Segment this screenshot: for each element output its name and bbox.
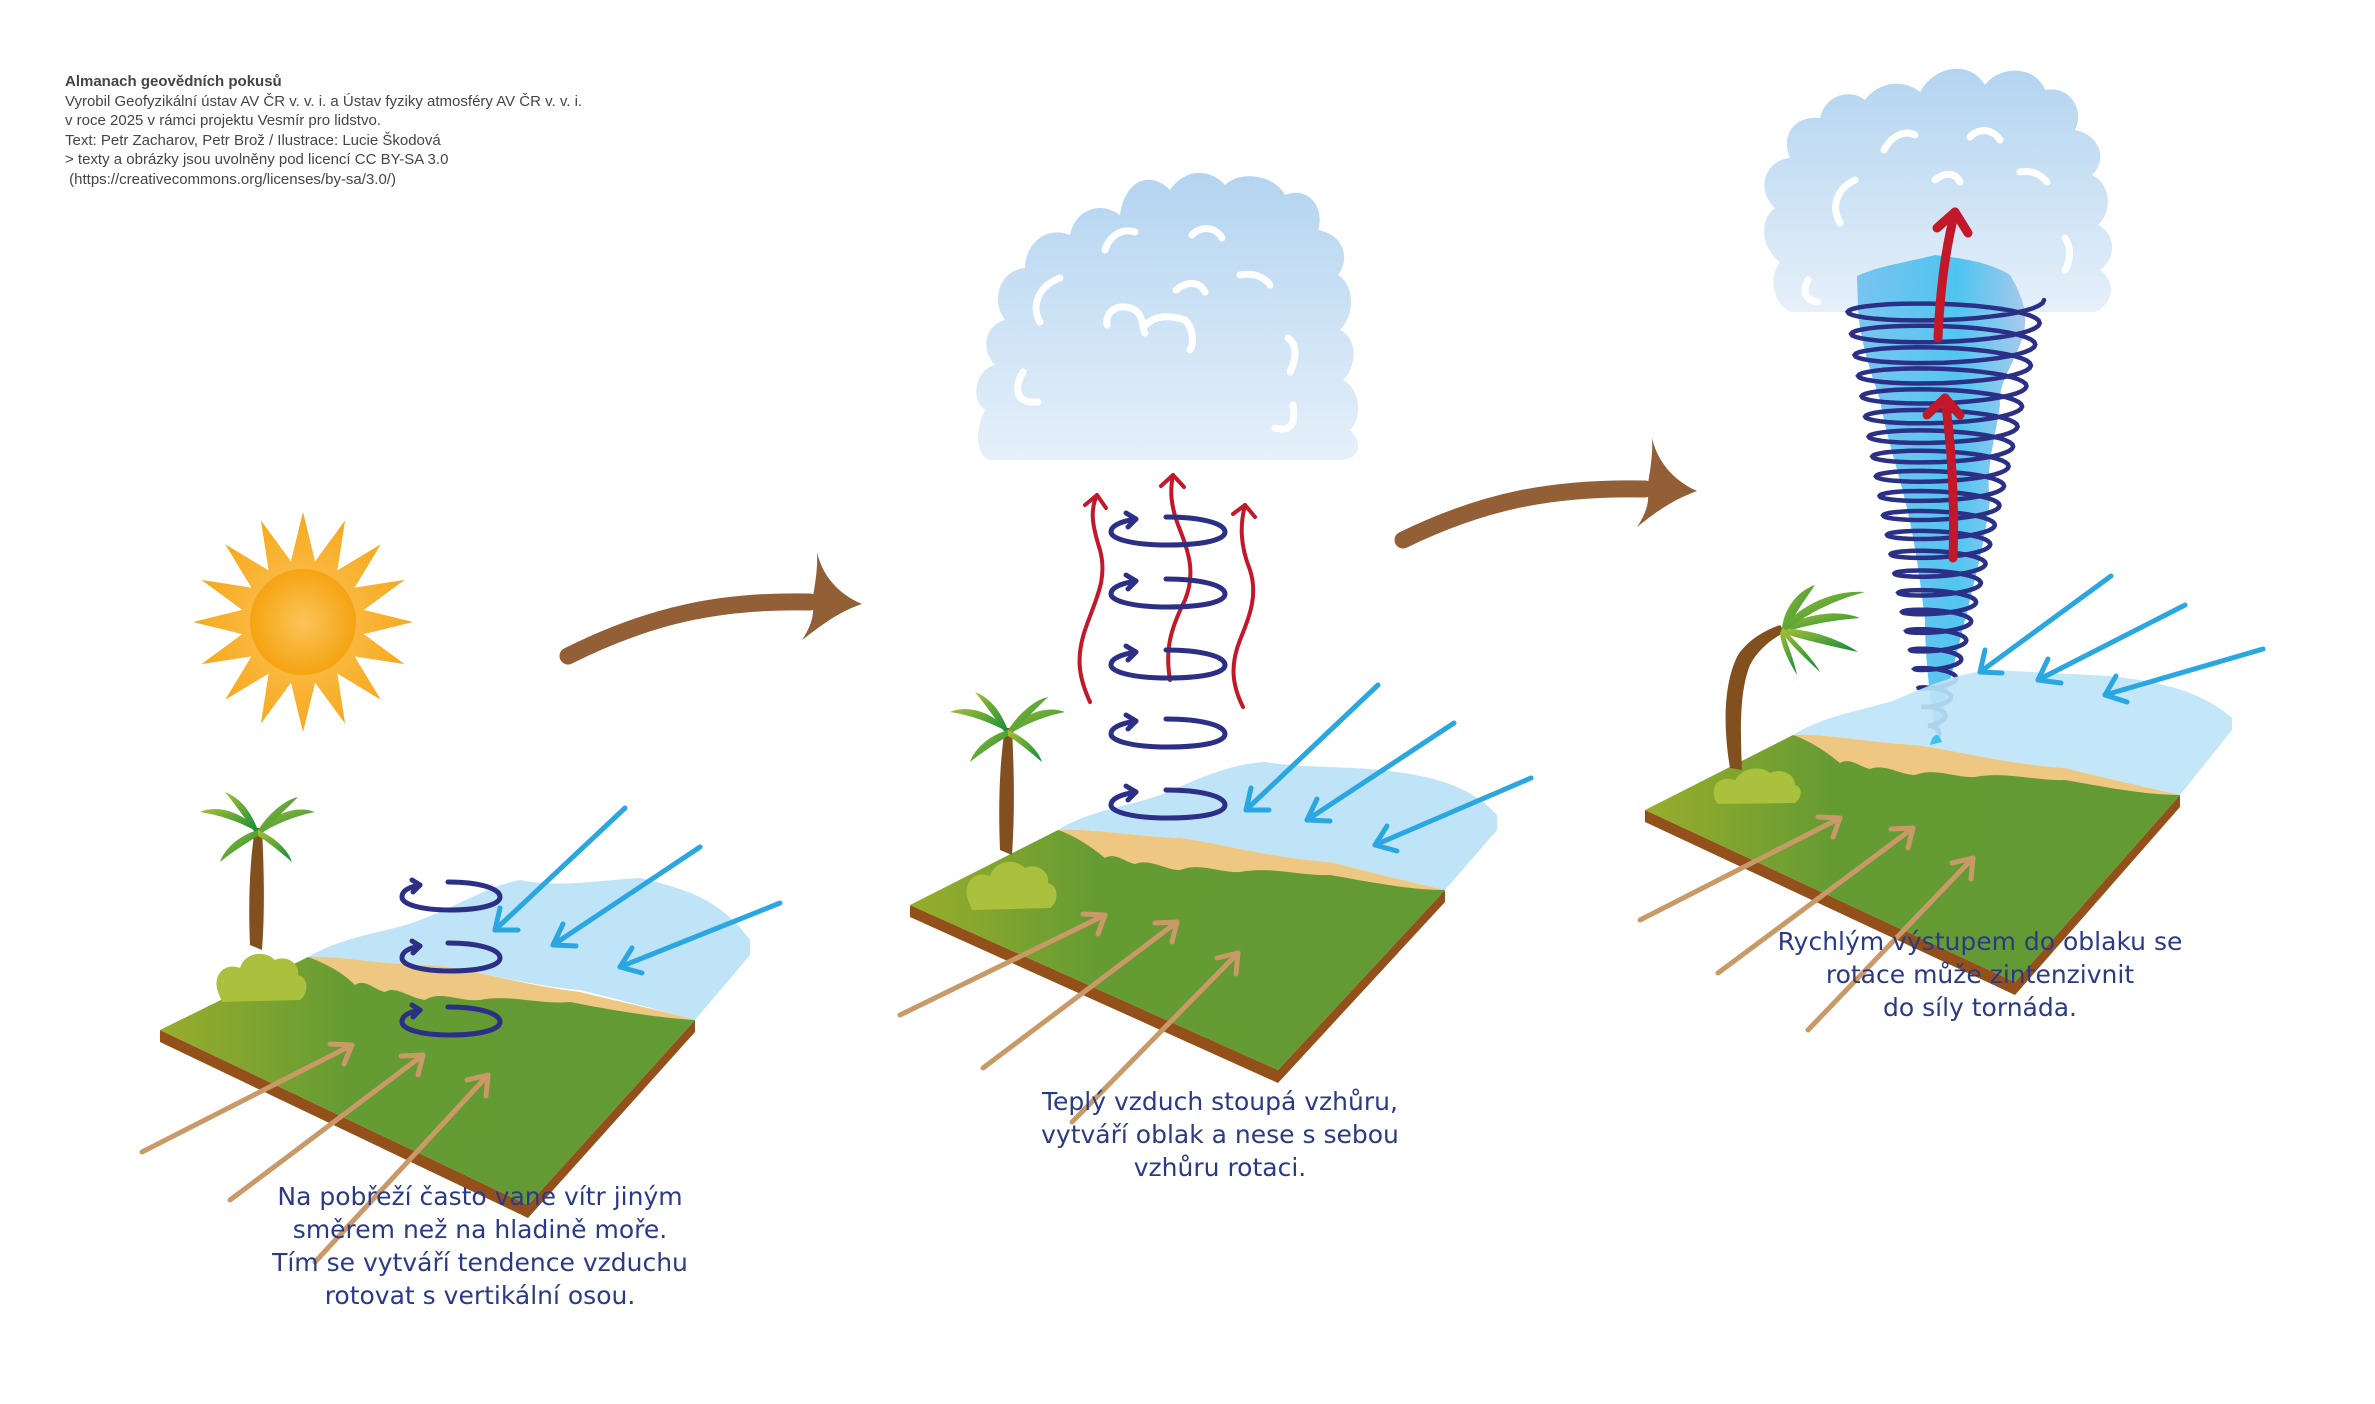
cloud-icon (1764, 68, 2113, 312)
panel-tornado-formation (1637, 68, 2266, 1033)
cloud-highlights (1014, 225, 1299, 433)
tornado-coil (1844, 297, 2047, 738)
caption-line: rotace může zintenzivnit (1825, 960, 2135, 989)
arrow-icon (550, 844, 703, 949)
credits-line: Vyrobil Geofyzikální ústav AV ČR v. v. i… (65, 92, 583, 110)
rotation-ring-icon (1108, 510, 1228, 548)
island-soil (160, 1020, 695, 1218)
updraft-arrow-icon (1922, 393, 1965, 563)
caption-line: Teplý vzduch stoupá vzhůru, (1042, 1087, 1398, 1116)
palm-tree-icon (950, 692, 1065, 855)
caption-line: Tím se vytváří tendence vzduchu (272, 1248, 688, 1277)
sun-icon (193, 512, 413, 732)
panel-coastal-wind-shear (139, 512, 783, 1265)
rotation-rings (1108, 510, 1228, 821)
caption-line: vzhůru rotaci. (1133, 1153, 1307, 1182)
caption-line: vytváří oblak a nese s sebou (1041, 1120, 1399, 1149)
tornado-funnel (1857, 255, 2026, 740)
arrow-icon (1977, 573, 2114, 676)
rotation-rings (399, 877, 503, 1038)
credits-line: v roce 2025 v rámci projektu Vesmír pro … (65, 112, 381, 129)
caption-line: Na pobřeží často vane vítr jiným (277, 1182, 683, 1211)
bent-palm-tree-icon (1725, 585, 1865, 770)
rising-air-arrows (1077, 473, 1257, 709)
arrow-icon (492, 805, 628, 933)
rotation-ring-icon (399, 938, 503, 974)
arrow-icon (1304, 720, 1457, 824)
arrow-icon (617, 900, 783, 976)
caption-line: rotovat s vertikální osou. (324, 1281, 636, 1310)
sea-wind-arrows (492, 805, 783, 976)
arrow-icon (1069, 950, 1241, 1125)
credits-block: Almanach geovědních pokusů Vyrobil Geofy… (65, 72, 582, 189)
step-arrow-2-to-3 (1394, 438, 1697, 549)
arrow-icon (1637, 814, 1843, 923)
tornado-spiral (1844, 297, 2047, 738)
caption-step-3: Rychlým výstupem do oblaku se rotace můž… (1720, 925, 2240, 1024)
cloud-highlights (1801, 127, 2073, 306)
panel-rising-warm-air (897, 172, 1534, 1125)
step-arrow-1-to-2 (559, 552, 862, 665)
credits-line: > texty a obrázky jsou uvolněny pod lice… (65, 151, 449, 168)
rotation-ring-icon (399, 1002, 503, 1038)
arrow-icon (1715, 825, 1916, 976)
beach (1793, 734, 2180, 795)
sea-wind-arrows (1243, 682, 1534, 854)
arrow-icon (1372, 775, 1534, 854)
sea-wind-arrows (1977, 573, 2266, 705)
credits-line: (https://creativecommons.org/licenses/by… (65, 170, 396, 188)
credits-title: Almanach geovědních pokusů (65, 73, 282, 90)
bush-icon (1713, 768, 1801, 804)
caption-line: do síly tornáda. (1882, 993, 2077, 1022)
bush-icon (966, 861, 1057, 910)
arrow-icon (1243, 682, 1381, 813)
caption-line: směrem než na hladině moře. (292, 1215, 668, 1244)
sea (1058, 762, 1497, 890)
caption-step-1: Na pobřeží často vane vítr jiným směrem … (200, 1180, 760, 1312)
land-wind-arrows (1637, 814, 1976, 1033)
rising-arrow-icon (1077, 493, 1108, 704)
land-wind-arrows (897, 911, 1241, 1125)
arrow-icon (897, 911, 1108, 1018)
rotation-ring-icon (1108, 712, 1228, 750)
island-grass (160, 957, 695, 1205)
arrow-icon (139, 1041, 355, 1155)
palm-tree-icon (200, 792, 315, 950)
rotation-ring-icon (399, 877, 503, 913)
arrow-icon (227, 1052, 426, 1203)
arrow-icon (2102, 646, 2266, 705)
island (160, 878, 750, 1218)
arrow-icon (312, 1072, 491, 1265)
updraft-arrows (1922, 207, 1973, 563)
sea (308, 878, 750, 1020)
credits-line: Text: Petr Zacharov, Petr Brož / Ilustra… (65, 131, 441, 149)
rising-arrow-icon (1231, 503, 1257, 709)
caption-line: Rychlým výstupem do oblaku se (1777, 927, 2183, 956)
rising-arrow-icon (1159, 473, 1193, 682)
land-wind-arrows (139, 1041, 491, 1265)
beach (308, 956, 695, 1020)
rotation-ring-icon (1108, 783, 1228, 821)
caption-step-2: Teplý vzduch stoupá vzhůru, vytváří obla… (975, 1085, 1465, 1184)
rotation-ring-icon (1108, 643, 1228, 681)
arrow-icon (980, 919, 1180, 1071)
updraft-arrow-icon (1932, 207, 1973, 343)
arrow-icon (1805, 855, 1976, 1033)
rotation-ring-icon (1108, 572, 1228, 610)
island (910, 762, 1497, 1083)
arrow-icon (2035, 602, 2188, 686)
beach (1058, 829, 1445, 890)
bush-icon (216, 953, 307, 1002)
